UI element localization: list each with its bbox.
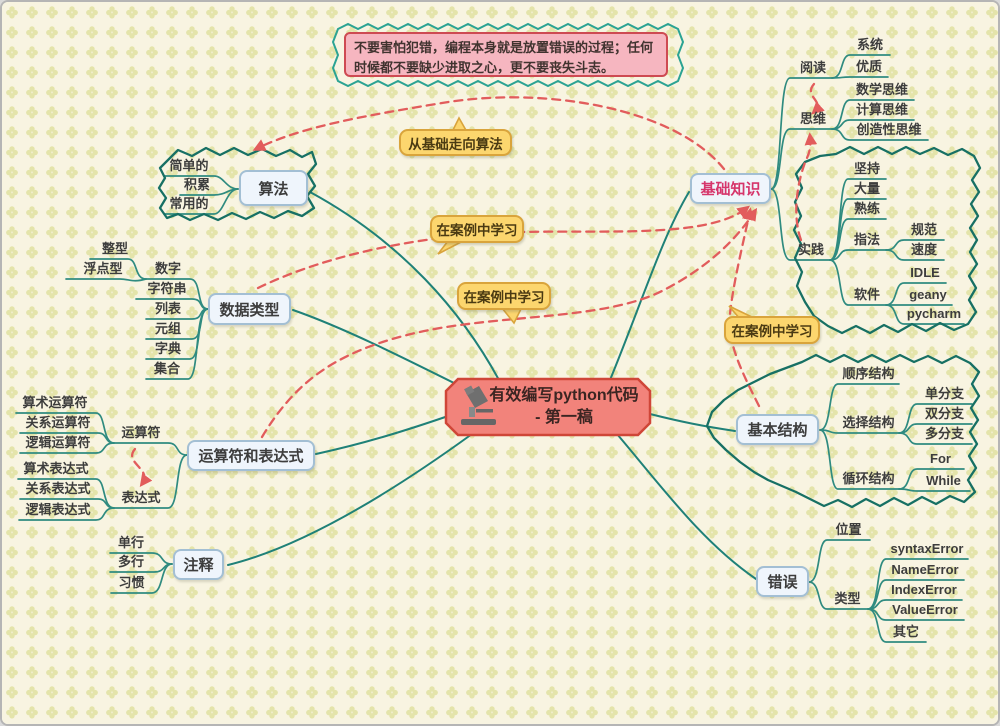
- node-math-thinking[interactable]: 数学思维: [855, 82, 908, 97]
- node-value-error[interactable]: ValueError: [892, 602, 958, 617]
- branch-structures: [649, 413, 736, 432]
- node-integer[interactable]: 整型: [101, 241, 128, 256]
- callout-learn-in-cases-3[interactable]: 在案例中学习: [724, 316, 820, 344]
- node-expression[interactable]: 表达式: [121, 490, 161, 505]
- node-for[interactable]: For: [930, 451, 951, 466]
- node-reading[interactable]: 阅读: [799, 60, 826, 75]
- node-systematic[interactable]: 系统: [856, 37, 883, 52]
- node-typing[interactable]: 指法: [853, 232, 880, 247]
- node-operator[interactable]: 运算符: [121, 425, 161, 440]
- node-relational-expression[interactable]: 关系表达式: [25, 481, 91, 496]
- floating-note[interactable]: 不要害怕犯错，编程本身就是放置错误的过程；任何时候都不要缺少进取之心，更不要丧失…: [344, 32, 668, 77]
- node-common[interactable]: 常用的: [169, 196, 209, 211]
- arrow-operators-to-basics: [260, 207, 758, 439]
- node-selection-structure[interactable]: 选择结构: [842, 415, 895, 430]
- topic-operators-expressions[interactable]: 运算符和表达式: [187, 440, 315, 471]
- node-other-error[interactable]: 其它: [892, 624, 919, 639]
- branch-comment: [227, 433, 473, 566]
- node-double-branch[interactable]: 双分支: [924, 406, 964, 421]
- node-dict[interactable]: 字典: [154, 341, 181, 356]
- callout-tails: [437, 116, 757, 325]
- node-arithmetic-expression[interactable]: 算术表达式: [23, 461, 89, 476]
- node-practice[interactable]: 实践: [797, 242, 824, 257]
- node-loop-structure[interactable]: 循环结构: [842, 471, 895, 486]
- cloud-practice: [792, 145, 982, 335]
- node-accumulate[interactable]: 积累: [183, 177, 210, 192]
- node-name-error[interactable]: NameError: [891, 562, 959, 577]
- node-multi-branch[interactable]: 多分支: [924, 426, 964, 441]
- callout-learn-in-cases-1[interactable]: 在案例中学习: [430, 215, 524, 243]
- node-sequence-structure[interactable]: 顺序结构: [842, 366, 895, 381]
- node-syntax-error[interactable]: syntaxError: [890, 541, 964, 556]
- root-topic-shape[interactable]: [444, 377, 652, 437]
- node-habit[interactable]: 习惯: [118, 575, 145, 590]
- node-speed[interactable]: 速度: [910, 242, 937, 257]
- topic-basics[interactable]: 基础知识: [690, 173, 771, 204]
- node-thinking[interactable]: 思维: [799, 111, 826, 126]
- node-pycharm[interactable]: pycharm: [906, 306, 962, 321]
- branch-algorithm: [309, 191, 500, 381]
- topic-datatypes[interactable]: 数据类型: [208, 293, 291, 325]
- branch-lines: [227, 191, 757, 580]
- cloud-algorithm: [157, 146, 318, 222]
- node-relational-operator[interactable]: 关系运算符: [25, 415, 91, 430]
- callout-learn-in-cases-2[interactable]: 在案例中学习: [457, 282, 551, 310]
- node-logical-operator[interactable]: 逻辑运算符: [25, 435, 91, 450]
- node-idle[interactable]: IDLE: [910, 265, 940, 280]
- node-computational-thinking[interactable]: 计算思维: [855, 102, 908, 117]
- node-error-type[interactable]: 类型: [834, 591, 861, 606]
- node-multi-line[interactable]: 多行: [117, 554, 144, 569]
- node-while[interactable]: While: [926, 473, 961, 488]
- branch-datatypes: [292, 309, 463, 388]
- node-logical-expression[interactable]: 逻辑表达式: [25, 502, 91, 517]
- node-float[interactable]: 浮点型: [83, 261, 123, 276]
- arrow-structures-to-basics: [728, 207, 761, 408]
- node-persist[interactable]: 坚持: [853, 161, 880, 176]
- branch-operators: [315, 413, 455, 455]
- branch-basics: [609, 191, 690, 381]
- arrow-practice-to-thinking: [795, 132, 818, 242]
- node-arithmetic-operator[interactable]: 算术运算符: [22, 395, 88, 410]
- node-proficient[interactable]: 熟练: [853, 201, 880, 216]
- node-single-line[interactable]: 单行: [117, 535, 144, 550]
- node-creative-thinking[interactable]: 创造性思维: [856, 122, 922, 137]
- node-quality[interactable]: 优质: [855, 59, 882, 74]
- node-set[interactable]: 集合: [153, 361, 180, 376]
- topic-structures[interactable]: 基本结构: [736, 414, 819, 445]
- node-error-location[interactable]: 位置: [835, 522, 862, 537]
- node-number[interactable]: 数字: [154, 261, 181, 276]
- node-software[interactable]: 软件: [853, 287, 880, 302]
- node-single-branch[interactable]: 单分支: [924, 386, 964, 401]
- cloud-borders: [157, 145, 982, 509]
- arrow-reading-to-thinking: [809, 82, 825, 115]
- node-tuple[interactable]: 元组: [154, 321, 181, 336]
- branch-errors: [616, 433, 757, 580]
- topic-comment[interactable]: 注释: [173, 549, 224, 580]
- topic-errors[interactable]: 错误: [756, 566, 809, 597]
- arrow-operator-to-expression: [131, 447, 153, 488]
- note-zigzag-border: [331, 22, 685, 88]
- callout-basics-to-algorithm[interactable]: 从基础走向算法: [399, 129, 512, 156]
- node-index-error[interactable]: IndexError: [891, 582, 957, 597]
- arrow-basics-to-algorithm: [252, 96, 726, 171]
- topic-algorithm[interactable]: 算法: [239, 170, 308, 206]
- root-topic-label[interactable]: 有效编写python代码 - 第一稿: [489, 387, 639, 427]
- node-volume[interactable]: 大量: [853, 181, 880, 196]
- cloud-structures: [705, 353, 981, 509]
- node-list[interactable]: 列表: [154, 301, 181, 316]
- node-simple[interactable]: 简单的: [169, 158, 209, 173]
- node-standard[interactable]: 规范: [910, 222, 937, 237]
- subtopic-connectors: [15, 54, 973, 643]
- microscope-icon: [461, 385, 496, 425]
- node-string[interactable]: 字符串: [147, 281, 187, 296]
- node-geany[interactable]: geany: [909, 287, 947, 302]
